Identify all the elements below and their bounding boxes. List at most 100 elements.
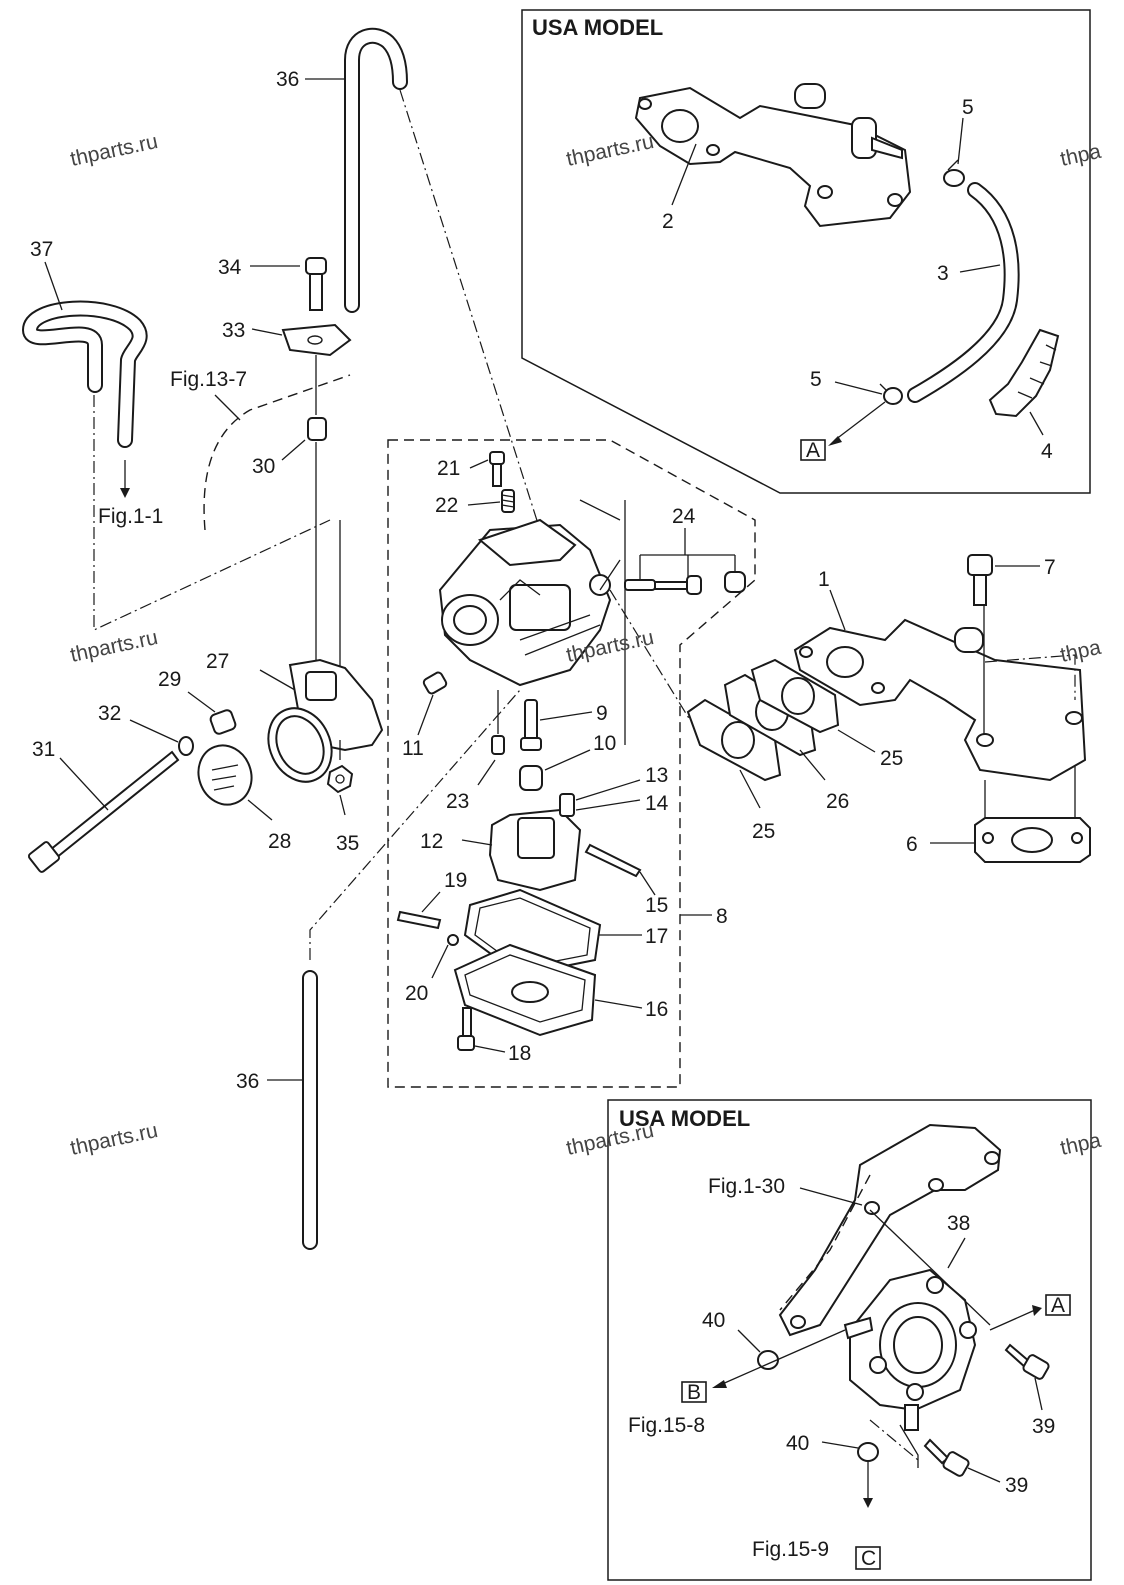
watermark: thparts.ru: [68, 130, 160, 171]
callout-34: 34: [218, 256, 242, 279]
usa-model-heading-top: USA MODEL: [532, 15, 663, 40]
callout-8: 8: [716, 905, 728, 928]
bolt-34: [305, 257, 327, 311]
callout-40-left: 40: [702, 1309, 725, 1332]
callout-5-bottom: 5: [810, 368, 822, 391]
callout-12: 12: [420, 830, 443, 853]
gasket-25-inner: [750, 658, 840, 734]
callout-39-right: 39: [1032, 1415, 1055, 1438]
carburetor-assembly-outline: [387, 439, 756, 1088]
connector-b: B: [687, 1381, 701, 1404]
hose-clip-5-bottom: [879, 383, 903, 405]
callout-11: 11: [402, 737, 424, 760]
hose-clip-5-top: [943, 159, 965, 187]
callout-37: 37: [30, 238, 53, 261]
callout-25-left: 25: [752, 820, 775, 843]
callout-4: 4: [1041, 440, 1053, 463]
fuel-pump-38: [843, 1268, 977, 1431]
intake-manifold-usa: [634, 83, 912, 228]
callout-16: 16: [645, 998, 668, 1021]
callout-27: 27: [206, 650, 229, 673]
callout-7: 7: [1044, 556, 1056, 579]
intake-manifold-1: [793, 618, 1087, 782]
callout-33: 33: [222, 319, 245, 342]
callout-14: 14: [645, 792, 669, 815]
intake-silencer-27: [267, 658, 384, 783]
callout-26: 26: [826, 790, 849, 813]
watermark: thparts.ru: [68, 626, 160, 667]
callout-38: 38: [947, 1212, 970, 1235]
pilot-screw-24: [624, 571, 746, 595]
ref-fig-15-9: Fig.15-9: [752, 1538, 829, 1561]
callout-15: 15: [645, 894, 668, 917]
float-12: [488, 808, 582, 892]
usa-model-panel-top: [521, 9, 1091, 494]
callout-24: 24: [672, 505, 696, 528]
gasket-25-outer: [686, 698, 782, 782]
watermark: thparts.ru: [68, 1119, 160, 1160]
callout-18: 18: [508, 1042, 531, 1065]
plug-11: [422, 671, 448, 695]
watermark: thpa: [1058, 1129, 1103, 1160]
ref-fig-15-8: Fig.15-8: [628, 1414, 705, 1437]
watermark: thparts.ru: [564, 130, 656, 171]
collar-29: [209, 709, 237, 735]
filter-element-28: [197, 744, 253, 806]
ref-fig-1-1: Fig.1-1: [98, 505, 163, 528]
callout-5-top: 5: [962, 96, 974, 119]
plate-33: [281, 323, 352, 357]
connector-c: C: [861, 1547, 876, 1570]
watermark: thpa: [1058, 140, 1103, 171]
callout-9: 9: [596, 702, 608, 725]
screw-21: [489, 451, 505, 487]
callout-21: 21: [437, 457, 460, 480]
callout-19: 19: [444, 869, 467, 892]
callout-28: 28: [268, 830, 291, 853]
spring-22: [501, 489, 515, 513]
o-ring-20: [447, 934, 459, 946]
jet-23: [491, 735, 505, 755]
callout-17: 17: [645, 925, 668, 948]
ref-fig-13-7: Fig.13-7: [170, 368, 247, 391]
callout-39-bottom: 39: [1005, 1474, 1028, 1497]
pin-15: [584, 843, 642, 878]
fuel-hose-36-top: [344, 27, 408, 313]
bolt-7: [967, 554, 993, 606]
callout-25-right: 25: [880, 747, 903, 770]
float-bowl-16: [453, 943, 597, 1037]
callout-40-bottom: 40: [786, 1432, 809, 1455]
watermark: thparts.ru: [564, 1119, 656, 1160]
callout-36-top: 36: [276, 68, 299, 91]
needle-jet-9: [520, 699, 542, 751]
callout-20: 20: [405, 982, 428, 1005]
hose-clip-40-bottom: [857, 1442, 879, 1462]
carburetor-body: [438, 518, 612, 687]
drain-screw-19: [396, 910, 442, 930]
callout-3: 3: [937, 262, 949, 285]
callout-22: 22: [435, 494, 458, 517]
connector-a-top: A: [806, 439, 820, 462]
screw-18: [457, 1007, 475, 1051]
needle-valve-10: [519, 765, 543, 791]
callout-29: 29: [158, 668, 181, 691]
callout-31: 31: [32, 738, 55, 761]
washer-32: [178, 736, 194, 756]
gasket-6: [974, 817, 1091, 863]
nut-35: [326, 764, 354, 794]
bolt-31: [27, 750, 180, 873]
connector-a-bottom: A: [1051, 1294, 1065, 1317]
callout-2: 2: [662, 210, 674, 233]
hose-joint-4: [988, 328, 1060, 418]
breather-hose-37: [22, 300, 148, 448]
callout-32: 32: [98, 702, 121, 725]
bolt-39-bottom: [923, 1438, 970, 1477]
callout-10: 10: [593, 732, 616, 755]
watermark: thpa: [1058, 636, 1103, 667]
callout-23: 23: [446, 790, 469, 813]
callout-1: 1: [818, 568, 830, 591]
usa-model-heading-bottom: USA MODEL: [619, 1106, 750, 1131]
callout-30: 30: [252, 455, 275, 478]
bolt-39-right: [1004, 1343, 1050, 1380]
usa-model-panel-bottom: [607, 1099, 1092, 1581]
